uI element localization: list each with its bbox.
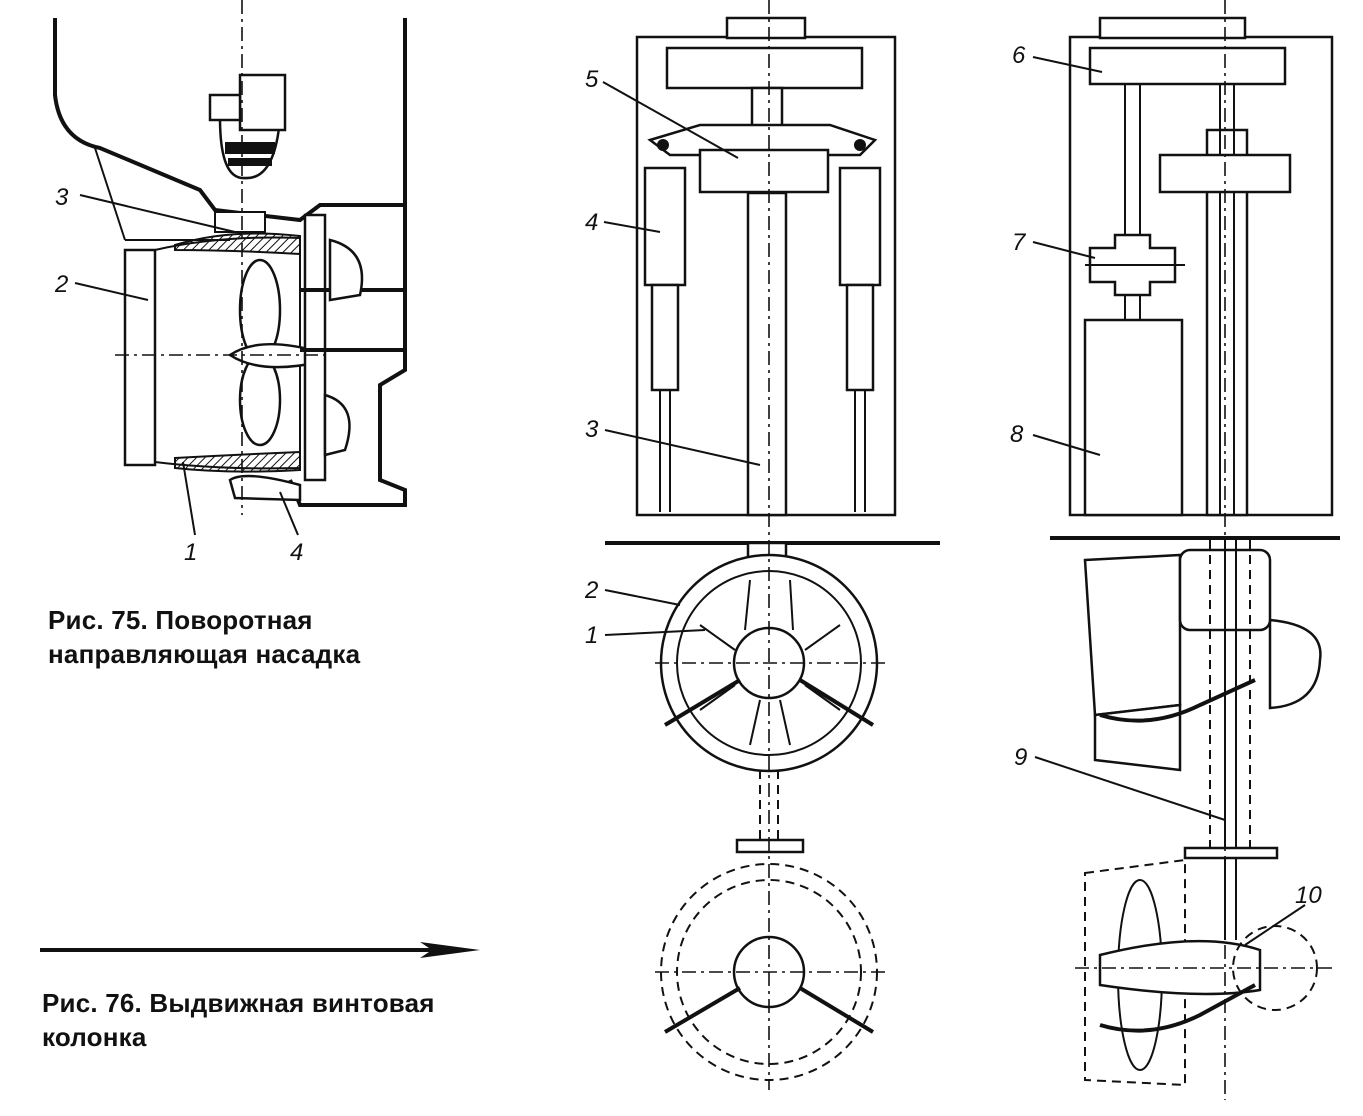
fig75-label-3: 3 [55,184,69,211]
fig75-label-4: 4 [290,539,303,566]
fig76-drawing-front [602,0,940,1090]
fig76-label-8: 8 [1010,421,1024,448]
fig75-label-1: 1 [184,539,197,566]
fig76-label-6: 6 [1012,42,1026,69]
hull-outline [53,18,407,223]
fig76-label-10: 10 [1295,882,1322,909]
fig75-label-2: 2 [54,271,68,298]
fig76-caption: Рис. 76. Выдвижная винтовая колонка [42,986,435,1054]
fig76-label-5: 5 [585,66,599,93]
fig76-label-4: 4 [585,209,598,236]
fig76-label-7: 7 [1012,229,1027,256]
fig75-caption-line1: Рис. 75. Поворотная [48,605,313,635]
fig75-caption: Рис. 75. Поворотная направляющая насадка [48,603,360,671]
fig75-drawing [53,0,407,536]
nozzle-front [123,248,157,467]
fig76-drawing-side [1032,0,1340,1100]
fig76-label-9: 9 [1014,744,1027,771]
fig75-caption-line2: направляющая насадка [48,639,361,669]
fig76-caption-line1: Рис. 76. Выдвижная винтовая [42,988,435,1018]
fig76-label-1: 1 [585,622,598,649]
motor-block [1083,318,1184,517]
arrow-icon [40,942,480,958]
fig76-caption-line2: колонка [42,1022,147,1052]
fig76-label-2: 2 [584,577,598,604]
fig76-label-3: 3 [585,416,599,443]
